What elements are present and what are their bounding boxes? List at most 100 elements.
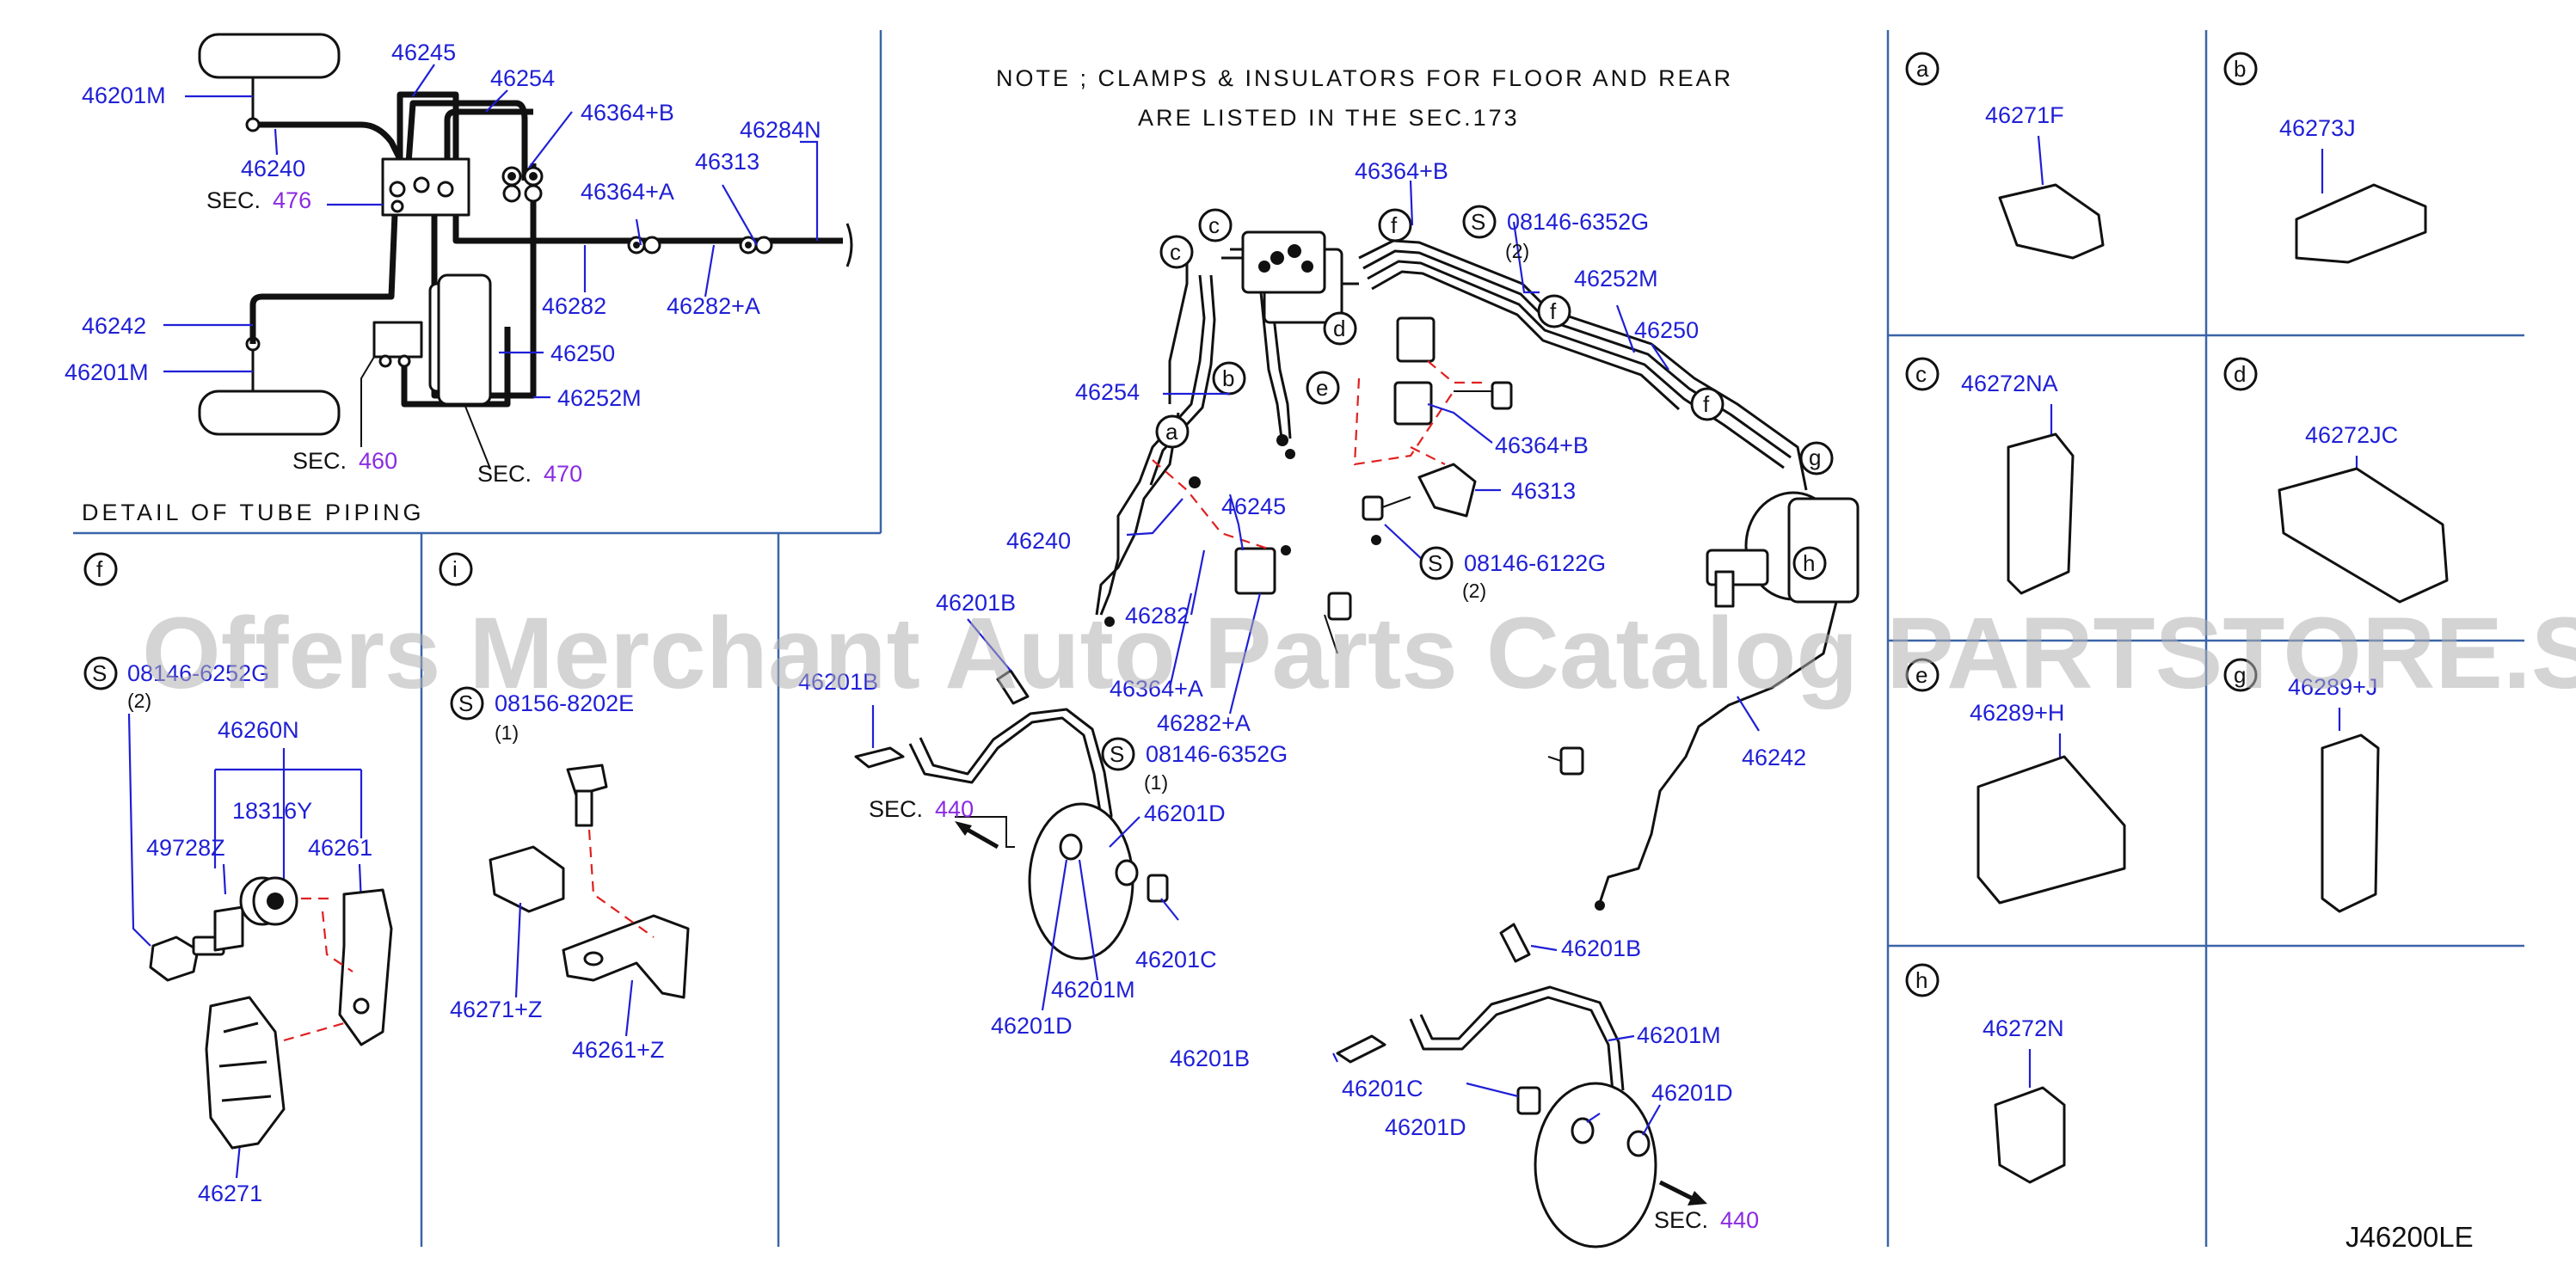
label-main-46201C-a: 46201C	[1135, 947, 1217, 972]
callout-e: e	[1306, 371, 1340, 405]
svg-text:a: a	[1165, 419, 1178, 445]
caliper-ring-front	[1028, 802, 1134, 960]
svg-text:d: d	[2234, 361, 2246, 387]
label-46364B: 46364+B	[581, 100, 674, 126]
watermark: Offers Merchant Auto Parts Catalog PARTS…	[142, 597, 2576, 710]
panel-dividers	[73, 30, 2524, 1247]
label-sec-460: SEC.460	[292, 448, 397, 474]
label-46261Z: 46261+Z	[572, 1037, 664, 1063]
label-sec-440-a: SEC.440	[869, 796, 974, 822]
panel-i-qty: (1)	[495, 721, 519, 744]
main-assembly: c c f f f d b e a g h	[798, 158, 1860, 1248]
svg-text:g: g	[2234, 662, 2246, 688]
svg-text:S: S	[1471, 209, 1485, 235]
svg-text:a: a	[1916, 56, 1929, 82]
abs-actuator-small	[372, 321, 423, 359]
svg-text:S: S	[1110, 741, 1124, 767]
label-46272JC: 46272JC	[2305, 422, 2398, 448]
label-main-46313: 46313	[1511, 478, 1576, 504]
clip-panel-c: c 46272NA	[1905, 357, 2075, 595]
svg-text:f: f	[1391, 212, 1398, 238]
svg-text:f: f	[1550, 298, 1557, 324]
svg-text:S: S	[92, 660, 107, 686]
label-46272N: 46272N	[1983, 1015, 2064, 1041]
callout-f2: f	[1537, 294, 1571, 328]
callout-c2: c	[1198, 208, 1233, 242]
bolt-top	[1454, 381, 1513, 410]
label-18316Y: 18316Y	[232, 798, 312, 824]
label-46364A: 46364+A	[581, 179, 674, 205]
label-main-46252M: 46252M	[1574, 266, 1658, 291]
label-main-46240: 46240	[1006, 528, 1071, 554]
label-46289H: 46289+H	[1970, 700, 2064, 726]
label-46242: 46242	[82, 313, 146, 339]
panel-i-letter: i	[452, 556, 458, 582]
panel-f-letter: f	[96, 556, 103, 582]
label-main-46254: 46254	[1075, 379, 1140, 405]
label-main-08146-6352G-mid: 08146-6352G	[1146, 741, 1288, 767]
panel-i-screw: 08156-8202E	[495, 690, 634, 716]
label-46201M-bottom: 46201M	[65, 359, 149, 385]
svg-text:c: c	[1915, 361, 1927, 387]
connector-46364A	[1234, 547, 1276, 595]
screw-marker-mid: S	[1419, 546, 1454, 580]
label-46271: 46271	[198, 1181, 262, 1206]
svg-text:e: e	[1316, 375, 1328, 401]
label-46313: 46313	[695, 149, 759, 175]
callout-c1: c	[1159, 235, 1194, 269]
detail-caption: DETAIL OF TUBE PIPING	[82, 500, 425, 525]
label-main-46364A: 46364+A	[1110, 676, 1203, 702]
label-46271Z: 46271+Z	[450, 997, 542, 1022]
callout-g: g	[1799, 441, 1834, 475]
clip-panel-e: e 46289+H	[1905, 658, 2126, 905]
panel-f-qty: (2)	[127, 690, 151, 712]
svg-text:S: S	[458, 690, 473, 716]
screw-marker-low: S	[1101, 737, 1135, 771]
label-46282A: 46282+A	[667, 293, 760, 319]
svg-text:b: b	[1222, 365, 1234, 391]
svg-text:f: f	[1703, 391, 1710, 417]
label-46282: 46282	[542, 293, 606, 319]
label-46261: 46261	[308, 835, 372, 861]
clip-panel-g: g 46289+J	[2223, 658, 2380, 913]
callout-f1: f	[1378, 208, 1412, 242]
label-main-46201M-b: 46201M	[1637, 1022, 1721, 1048]
label-46272NA: 46272NA	[1961, 371, 2058, 396]
connector-46364B-1	[1396, 316, 1436, 363]
label-main-46245: 46245	[1221, 494, 1286, 519]
svg-text:b: b	[2234, 56, 2246, 82]
label-main-qty2-top: (2)	[1505, 240, 1529, 262]
label-main-46282A: 46282+A	[1157, 710, 1251, 736]
label-sec-440-b: SEC.440	[1654, 1207, 1759, 1233]
svg-text:c: c	[1208, 212, 1220, 238]
label-46250: 46250	[550, 340, 615, 366]
clip-panel-a: a 46271F	[1905, 52, 2105, 260]
wheel-rear	[198, 390, 341, 436]
label-46254: 46254	[490, 65, 555, 91]
label-main-46364B: 46364+B	[1355, 158, 1448, 184]
diagram-code: J46200LE	[2345, 1221, 2474, 1253]
label-49728Z: 49728Z	[146, 835, 225, 861]
label-main-46201B-c: 46201B	[1561, 936, 1641, 961]
detail-tube-piping: 46201M 46245 46254 46364+B 46284N 46240 …	[65, 33, 853, 525]
svg-text:d: d	[1333, 316, 1345, 341]
caliper-ring-rear	[1534, 1082, 1657, 1248]
label-main-46201B-a: 46201B	[936, 590, 1016, 616]
svg-text:h: h	[1803, 550, 1815, 576]
label-46245: 46245	[391, 40, 456, 65]
callout-d: d	[1323, 311, 1357, 346]
label-main-46201B-b: 46201B	[798, 669, 878, 695]
bolt-bottom	[1324, 592, 1352, 654]
label-main-08146-6122G: 08146-6122G	[1464, 550, 1606, 576]
note-line-1: NOTE ; CLAMPS & INSULATORS FOR FLOOR AND…	[996, 65, 1733, 91]
svg-text:h: h	[1915, 967, 1927, 993]
svg-text:S: S	[1428, 550, 1442, 576]
callout-f3: f	[1690, 387, 1725, 421]
clip-panel-h: h 46272N	[1905, 963, 2066, 1184]
label-46284N: 46284N	[740, 117, 821, 143]
callout-a: a	[1155, 414, 1190, 449]
label-main-46201D-d: 46201D	[1385, 1114, 1466, 1140]
label-46260N: 46260N	[218, 717, 299, 743]
callout-h: h	[1792, 546, 1827, 580]
